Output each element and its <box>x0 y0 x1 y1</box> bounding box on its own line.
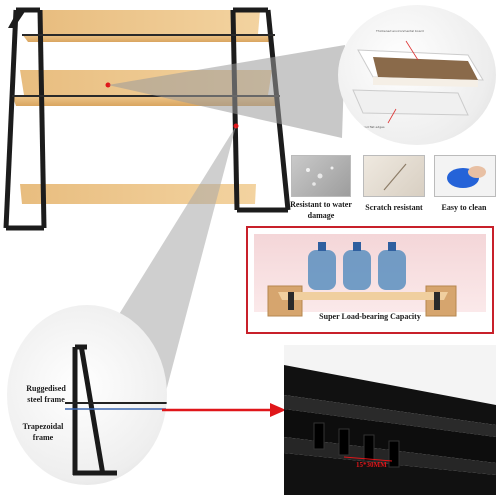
red-arrow <box>162 403 286 417</box>
riser-board <box>278 292 448 300</box>
scratch-resistance-thumb <box>363 155 425 197</box>
board-note-top: Thickened environmental board <box>376 29 424 33</box>
board-detail-circle: Thickened environmental board Fine and f… <box>338 5 496 145</box>
load-caption: Super Load-bearing Capacity <box>319 312 421 321</box>
board-core-layer <box>373 57 478 80</box>
water-jug-1 <box>308 242 336 290</box>
label-trapezoidal-frame: Trapezoidal frame <box>22 422 64 442</box>
steel-tube-1 <box>284 365 496 425</box>
left-box <box>267 285 303 317</box>
easy-clean-thumb <box>434 155 496 197</box>
water-resistance-thumb <box>291 155 351 197</box>
load-bearing-panel: Super Load-bearing Capacity <box>246 226 494 334</box>
steel-tube-panel: 15*30MM <box>284 345 496 495</box>
top-back-panel <box>40 10 260 34</box>
water-jug-3 <box>378 242 406 290</box>
frame-detail-circle: Ruggedised steel frame Trapezoidal frame <box>7 305 167 485</box>
feature-label-scratch: Scratch resistant <box>365 203 423 212</box>
board-note-edge: Fine and flat edges <box>356 125 385 129</box>
right-box <box>425 285 457 317</box>
feature-label-clean: Easy to clean <box>441 203 487 212</box>
label-steel-frame: Ruggedised steel frame <box>26 384 66 404</box>
steel-tube-2 <box>284 409 496 463</box>
water-jug-2 <box>343 242 371 290</box>
steel-tube-3 <box>284 453 496 495</box>
feature-label-water: Resistant to water damage <box>290 200 352 220</box>
tube-dimension-label: 15*30MM <box>356 461 387 469</box>
